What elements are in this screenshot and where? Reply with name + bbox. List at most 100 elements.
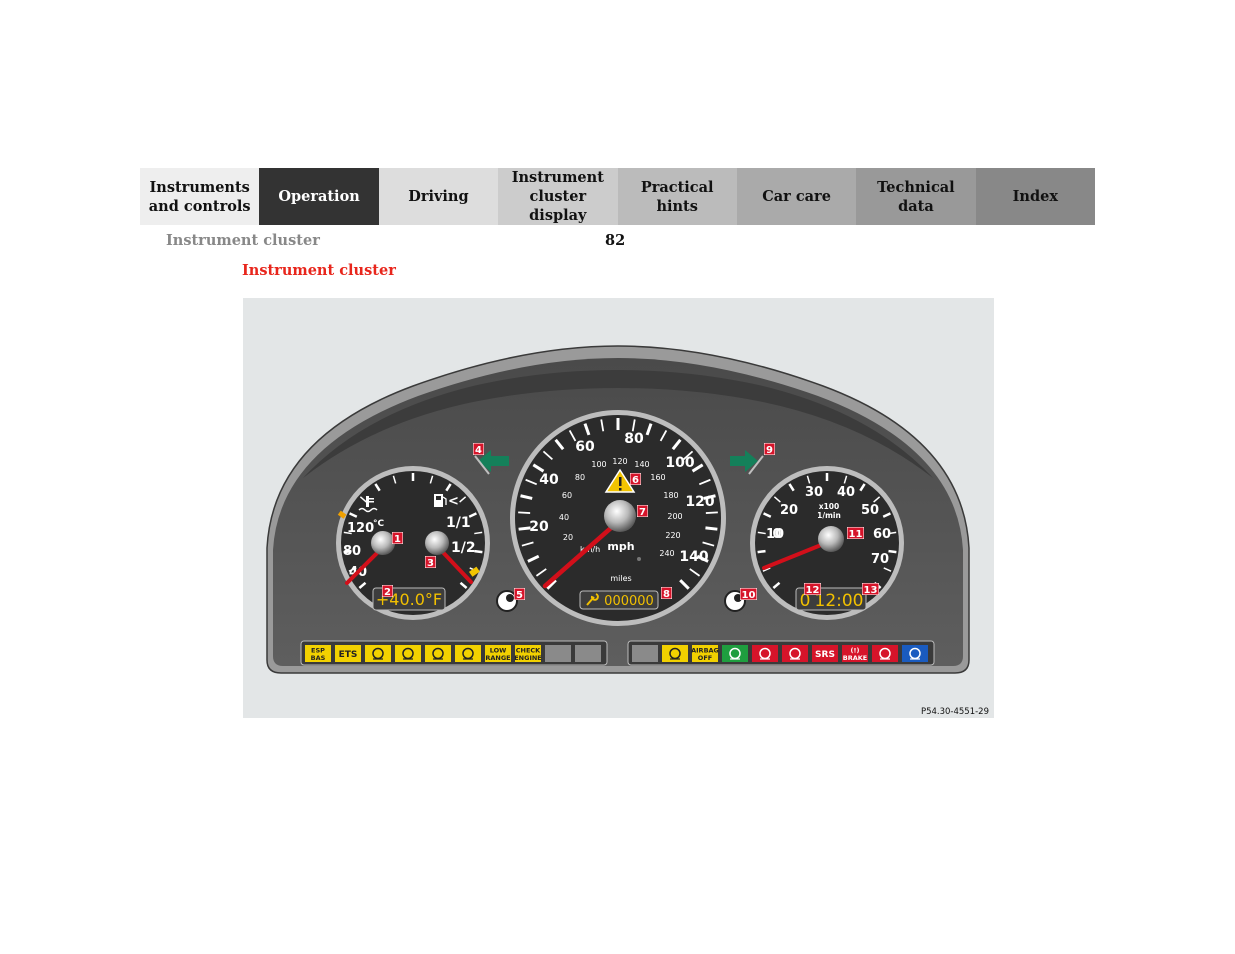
callout-label: 3: [427, 558, 434, 569]
instrument-cluster-illustration: 120 °C 80 40 1/1 1/2 <: [266, 345, 989, 717]
tach-unit-rpm: 1/min: [817, 511, 841, 520]
tab-car-care[interactable]: Car care: [736, 168, 857, 225]
speedometer-ticks: [518, 418, 718, 590]
gauge-tick: [429, 475, 434, 484]
lamp-label: BRAKE: [843, 654, 867, 662]
callout-2: 2: [382, 585, 393, 598]
callout-label: 5: [516, 590, 523, 601]
gauge-tick: [763, 512, 772, 518]
left-indicator-lamp: [455, 645, 481, 662]
tab-technical-data[interactable]: Technical data: [856, 168, 976, 225]
callout-label: 2: [384, 587, 391, 598]
kmh-label-200: 200: [667, 512, 682, 521]
tab-instrument-cluster-display[interactable]: Instrument cluster display: [498, 168, 618, 225]
callout-11: 11: [847, 527, 864, 540]
gauge-tick: [888, 549, 897, 554]
lamp-label: (!): [851, 647, 860, 655]
kmh-label-160: 160: [650, 473, 665, 482]
odometer-value: 000000: [604, 594, 654, 609]
reset-knob-left-shade: [506, 594, 514, 602]
left-indicator-lamp: [545, 645, 571, 662]
tab-instruments-and-controls[interactable]: Instruments and controls: [140, 168, 260, 225]
figure-code: P54.30-4551-29: [921, 707, 989, 717]
kmh-label-120: 120: [612, 457, 627, 466]
coolant-label-120: 120: [347, 521, 374, 536]
lamp-label: ENGINE: [514, 654, 542, 662]
lamp-label: OFF: [698, 654, 712, 662]
gauge-tick: [527, 554, 540, 563]
brake-wear-icon: [372, 647, 384, 660]
callout-1: 1: [392, 532, 403, 545]
gauge-tick: [518, 526, 531, 531]
kmh-unit-label: km/h: [580, 545, 600, 554]
fuel-label-half: 1/2: [451, 540, 476, 556]
gauge-tick: [757, 531, 766, 535]
tab-driving[interactable]: Driving: [378, 168, 499, 225]
gauge-tick: [689, 568, 701, 577]
gauge-tick: [359, 496, 367, 503]
abs-icon: [402, 647, 414, 660]
gauge-tick: [583, 423, 591, 436]
gauge-tick: [703, 494, 716, 500]
coolant-label-80: 80: [343, 544, 361, 559]
callout-label: 9: [766, 445, 773, 456]
seat-belt-icon: [759, 647, 771, 660]
right-indicator-lamp: [722, 645, 748, 662]
tach-label-20: 20: [780, 503, 798, 518]
callout-label: 10: [742, 590, 756, 601]
gauge-tick: [859, 483, 866, 492]
gauge-tick: [679, 579, 690, 590]
coolant-knob: [371, 531, 395, 555]
callout-label: 1: [394, 534, 401, 545]
coolant-unit-label: °C: [373, 519, 385, 529]
tachometer-knob: [818, 526, 844, 552]
fuel-label-full: 1/1: [446, 515, 471, 531]
gauge-tick: [518, 511, 531, 514]
gauge-tick: [773, 496, 781, 503]
callout-label: 7: [639, 507, 646, 518]
speedometer-knob: [604, 500, 636, 532]
right-indicator-lamp: [872, 645, 898, 662]
left-indicator-lamp: [575, 645, 601, 662]
page-number: 82: [605, 232, 626, 249]
gauge-tick: [468, 512, 477, 518]
lamp-label: BAS: [311, 654, 326, 662]
odometer-lcd: [579, 590, 659, 610]
tab-practical-hints[interactable]: Practical hints: [617, 168, 737, 225]
gauge-tick: [631, 419, 636, 432]
callout-12: 12: [804, 583, 821, 596]
fuel-pump-icon: [434, 494, 447, 507]
kmh-label-220: 220: [665, 531, 680, 540]
gauge-tick: [883, 567, 892, 572]
kmh-label-20: 20: [563, 533, 573, 542]
mph-label-140: 140: [679, 549, 708, 565]
tab-index[interactable]: Index: [975, 168, 1095, 225]
gauge-tick: [343, 531, 352, 535]
callout-9: 9: [764, 443, 775, 456]
left-indicator-lamp: [395, 645, 421, 662]
lamp-label: ETS: [339, 650, 358, 660]
callout-label: 12: [806, 585, 820, 596]
gauge-tick: [358, 581, 367, 589]
callout-6: 6: [630, 473, 641, 486]
tach-label-70: 70: [871, 552, 889, 567]
gauge-tick: [532, 463, 545, 473]
gauge-tick: [554, 438, 565, 451]
gauge-tick: [521, 541, 534, 547]
tachometer: 0 10 20 30 40 50 60 70 x100 1/min 0 12:0…: [750, 466, 904, 620]
tab-operation[interactable]: Operation: [259, 168, 379, 225]
mph-label-80: 80: [624, 431, 644, 447]
gauge-tick: [349, 512, 358, 518]
gauge-tick: [474, 549, 483, 554]
gauge-tick: [546, 579, 557, 590]
tach-label-60: 60: [873, 527, 891, 542]
lamp-label: LOW: [490, 647, 507, 655]
mph-label-60: 60: [575, 439, 595, 455]
callout-3: 3: [425, 556, 436, 569]
gauge-tick: [392, 475, 397, 484]
gauge-tick: [705, 511, 718, 514]
coolant-level-icon: [462, 647, 474, 660]
